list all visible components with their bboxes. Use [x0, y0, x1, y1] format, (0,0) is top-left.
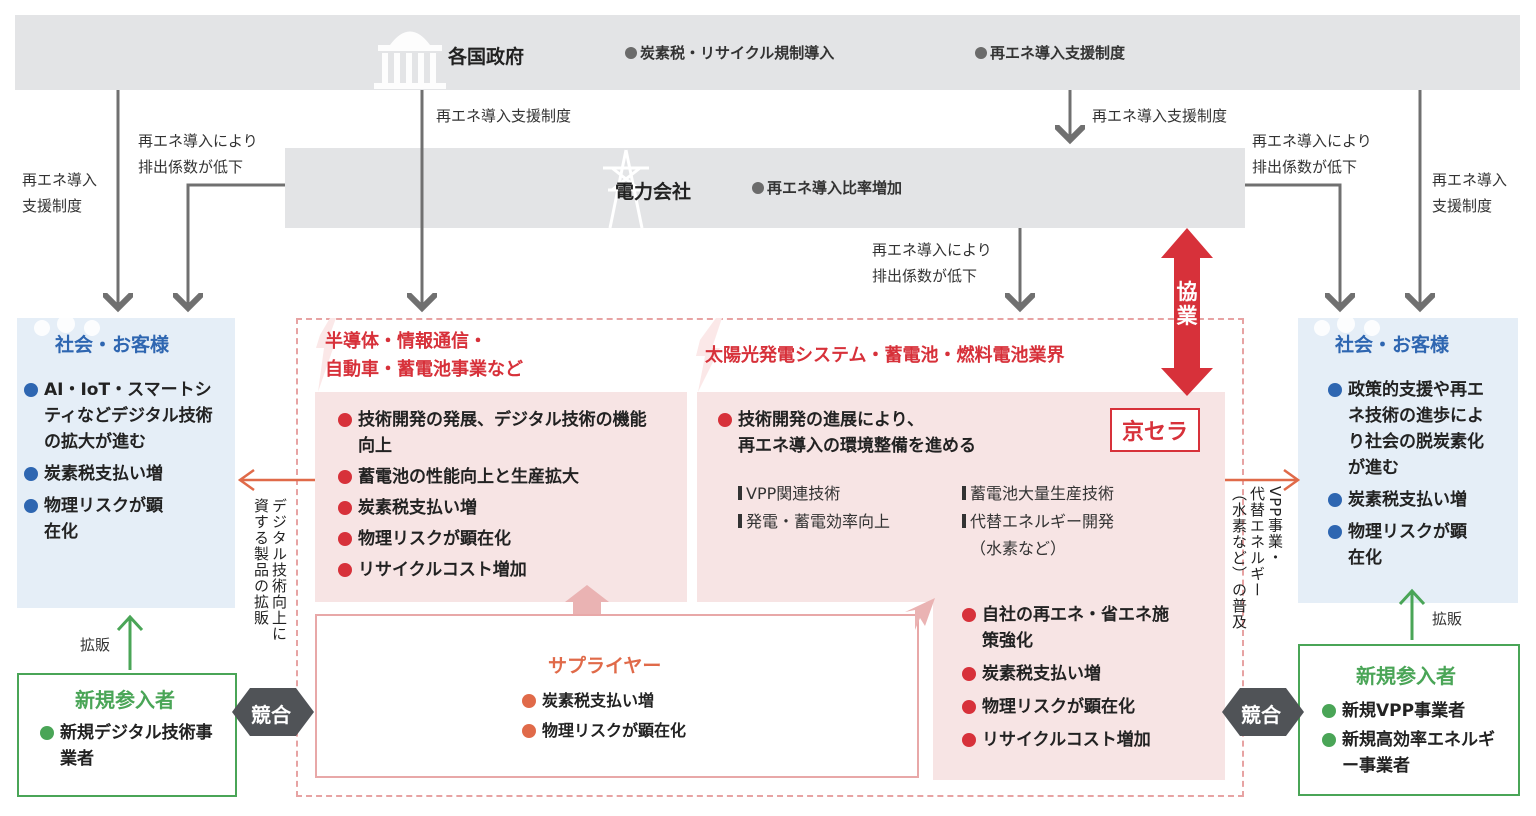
label-support-left: 再エネ導入支援制度	[22, 171, 98, 215]
label-emission-right: 再エネ導入により排出係数が低下	[1252, 132, 1372, 176]
list-item: 炭素税支払い増	[962, 661, 1192, 687]
power-company-band	[285, 148, 1245, 228]
list-item: 物理リスクが顕在化	[24, 493, 164, 545]
society-left-list: AI・IoT・スマートシティなどデジタル技術の拡大が進む 炭素税支払い増 物理リ…	[24, 377, 219, 545]
label-kakuhan-left: 拡販	[80, 636, 111, 654]
label-vpp-vertical: VPP事業・代替エネルギー（水素など）の普及	[1230, 486, 1284, 630]
list-item: 代替エネルギー開発	[962, 508, 1114, 536]
label-kakuhan-right: 拡販	[1432, 610, 1463, 628]
tech-list-right: 蓄電池大量生産技術 代替エネルギー開発	[962, 480, 1114, 536]
tech-list-right-note: （水素など）	[970, 539, 1067, 558]
power-company-title: 電力会社	[615, 181, 692, 203]
industry-right-title: 太陽光発電システム・蓄電池・燃料電池業界	[705, 345, 1065, 366]
society-left-box	[17, 318, 235, 608]
list-item: 自社の再エネ・省エネ施策強化	[962, 602, 1172, 654]
industry-left-title: 半導体・情報通信・自動車・蓄電池事業など	[325, 331, 523, 380]
list-item: 新規デジタル技術事業者	[40, 720, 220, 772]
list-item: 新規VPP事業者	[1322, 698, 1507, 724]
list-item: 炭素税支払い増	[1328, 487, 1503, 513]
supplier-title: サプライヤー	[548, 655, 662, 677]
list-item: 技術開発の発展、デジタル技術の機能向上	[338, 407, 658, 459]
label-support-right: 再エネ導入支援制度	[1432, 171, 1508, 215]
power-company-item: 再エネ導入比率増加	[752, 175, 902, 201]
kyocera-list: 自社の再エネ・省エネ施策強化 炭素税支払い増 物理リスクが顕在化 リサイクルコス…	[962, 602, 1192, 753]
supplier-box	[315, 614, 919, 778]
list-item: AI・IoT・スマートシティなどデジタル技術の拡大が進む	[24, 377, 219, 455]
new-entrants-right-list: 新規VPP事業者 新規高効率エネルギー事業者	[1322, 698, 1507, 779]
government-band	[15, 15, 1520, 90]
label-support-center-right: 再エネ導入支援制度	[1092, 107, 1228, 125]
label-emission-left: 再エネ導入により排出係数が低下	[138, 132, 258, 176]
bullet-dot	[752, 182, 764, 194]
kyocera-label: 京セラ	[1110, 408, 1201, 452]
list-item: リサイクルコスト増加	[338, 557, 678, 583]
industry-left-list: 技術開発の発展、デジタル技術の機能向上 蓄電池の性能向上と生産拡大 炭素税支払い…	[338, 407, 678, 583]
list-item: 蓄電池の性能向上と生産拡大	[338, 464, 678, 490]
list-item: 技術開発の進展により、再エネ導入の環境整備を進める	[718, 407, 976, 459]
competition-arrow-left	[232, 688, 314, 736]
society-right-list: 政策的支援や再エネ技術の進歩により社会の脱炭素化が進む 炭素税支払い増 物理リス…	[1328, 377, 1503, 571]
power-tower-icon	[603, 149, 649, 229]
people-icon-right	[1314, 315, 1380, 336]
government-building-icon	[374, 31, 446, 89]
list-item: 蓄電池大量生産技術	[962, 480, 1114, 508]
collaboration-arrow	[1161, 228, 1213, 396]
new-entrants-right-box	[1298, 644, 1520, 796]
list-item: リサイクルコスト増加	[962, 727, 1192, 753]
bullet-dot	[625, 47, 637, 59]
competition-label-left: 競合	[251, 703, 291, 727]
list-item: 物理リスクが顕在化	[338, 526, 678, 552]
society-right-box	[1298, 318, 1518, 603]
government-item-support: 再エネ導入支援制度	[975, 40, 1125, 66]
list-item: 発電・蓄電効率向上	[738, 508, 890, 536]
new-entrants-right-title: 新規参入者	[1356, 664, 1456, 688]
label-emission-center: 再エネ導入により排出係数が低下	[872, 241, 992, 285]
industry-right-lead: 技術開発の進展により、再エネ導入の環境整備を進める	[718, 407, 976, 459]
competition-arrow-right	[1222, 688, 1304, 736]
list-item: 炭素税支払い増	[24, 461, 219, 487]
list-item: 政策的支援や再エネ技術の進歩により社会の脱炭素化が進む	[1328, 377, 1496, 481]
tech-list-left: VPP関連技術 発電・蓄電効率向上	[738, 480, 890, 536]
label-digital-vertical: デジタル技術向上に資する製品の拡販	[252, 498, 288, 642]
label-support-center-left: 再エネ導入支援制度	[436, 107, 572, 125]
list-item: 炭素税支払い増	[522, 688, 686, 714]
list-item: VPP関連技術	[738, 480, 890, 508]
society-left-title: 社会・お客様	[55, 334, 170, 356]
new-entrants-left-title: 新規参入者	[75, 688, 175, 712]
industry-left-box	[315, 392, 687, 602]
society-right-title: 社会・お客様	[1335, 334, 1450, 356]
bullet-dot	[975, 47, 987, 59]
list-item: 炭素税支払い増	[338, 495, 678, 521]
government-title: 各国政府	[448, 46, 525, 68]
list-item: 新規高効率エネルギー事業者	[1322, 727, 1507, 779]
supplier-list: 炭素税支払い増 物理リスクが顕在化	[522, 688, 686, 744]
list-item: 物理リスクが顕在化	[1328, 519, 1468, 571]
people-icon-left	[34, 315, 100, 336]
industry-boundary	[296, 318, 1244, 797]
new-entrants-left-list: 新規デジタル技術事業者	[40, 720, 220, 772]
competition-label-right: 競合	[1241, 703, 1281, 727]
collaboration-label: 協業	[1176, 280, 1198, 328]
list-item: 物理リスクが顕在化	[962, 694, 1192, 720]
kyocera-lower-box	[933, 600, 1225, 780]
government-item-tax: 炭素税・リサイクル規制導入	[625, 40, 834, 66]
list-item: 物理リスクが顕在化	[522, 718, 686, 744]
